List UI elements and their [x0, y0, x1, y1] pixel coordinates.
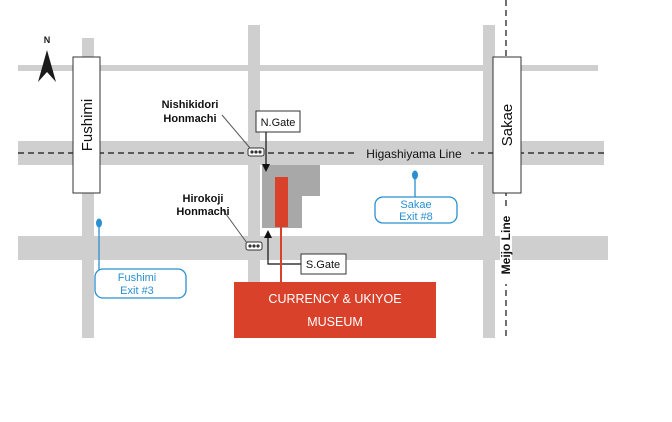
museum-building — [262, 165, 320, 228]
road-center-vertical — [248, 25, 260, 338]
nishikidori-label: Nishikidori — [162, 99, 219, 111]
hirokoji-label: Hirokoji — [183, 193, 224, 205]
fushimi-exit-line2: Exit #3 — [120, 285, 154, 297]
south-gate-box — [300, 253, 347, 275]
road-sakae-vertical — [483, 25, 495, 338]
fushimi-exit-pin-icon — [96, 218, 102, 228]
south-gate-arrow-line — [267, 238, 301, 265]
museum-name-line2: MUSEUM — [307, 315, 363, 329]
fushimi-exit-line1: Fushimi — [118, 272, 157, 284]
traffic-signal-south-icon — [245, 241, 263, 251]
compass-north-label: N — [44, 35, 51, 45]
sakae-exit-pin-icon — [412, 170, 418, 180]
south-gate-label: S.Gate — [306, 259, 340, 271]
higashiyama-label-bg — [357, 146, 471, 160]
compass: N — [38, 35, 56, 82]
honmachi-south-label: Honmachi — [176, 206, 229, 218]
meijo-line-label: Meijo Line — [499, 215, 513, 274]
honmachi-north-label: Honmachi — [163, 113, 216, 125]
traffic-signal-north-icon — [247, 147, 265, 157]
nishikidori-leader — [221, 114, 251, 149]
sakae-exit-line1: Sakae — [400, 199, 431, 211]
road-top — [18, 65, 598, 71]
hirokoji-leader — [222, 209, 248, 244]
sakae-exit-line2: Exit #8 — [399, 211, 433, 223]
fushimi-exit-box — [94, 268, 187, 299]
south-gate-arrow-icon — [264, 230, 272, 238]
meijo-label-bg — [500, 206, 512, 284]
museum-name-box — [234, 282, 436, 338]
museum-marker — [275, 177, 288, 227]
sakae-station-label: Sakae — [499, 104, 516, 147]
north-gate-label: N.Gate — [261, 117, 296, 129]
museum-name-line1: CURRENCY & UKIYOE — [268, 292, 401, 306]
north-gate-arrow-icon — [262, 164, 270, 172]
north-gate-box — [255, 110, 301, 133]
fushimi-station-box — [72, 56, 101, 194]
higashiyama-line-label: Higashiyama Line — [366, 147, 462, 161]
compass-arrow-icon — [38, 50, 56, 82]
sakae-exit-box — [374, 196, 458, 224]
fushimi-station-label: Fushimi — [79, 99, 96, 152]
sakae-station-box — [492, 56, 522, 194]
